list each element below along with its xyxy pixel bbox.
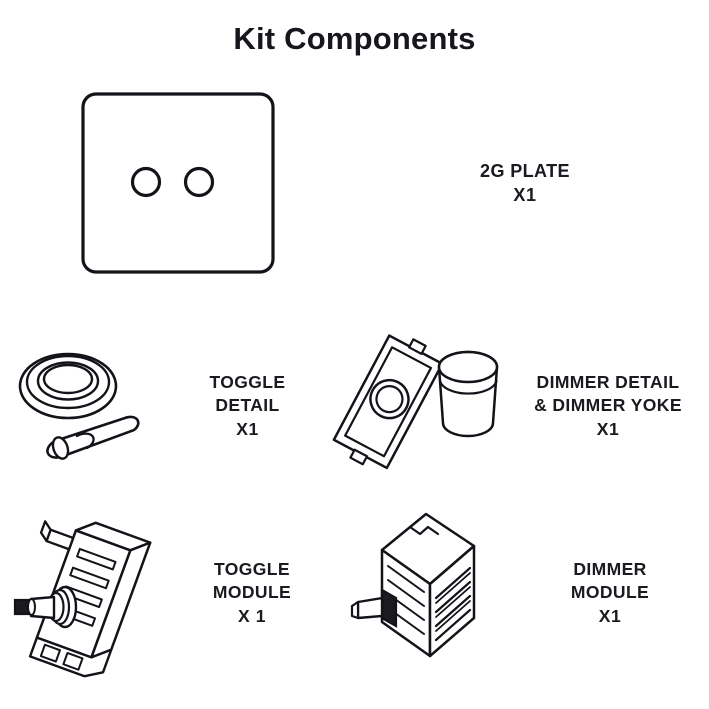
component-cell-dimmer-detail: DIMMER DETAIL & DIMMER YOKE X1 — [332, 333, 709, 476]
toggle-detail-illustration — [0, 339, 160, 474]
dimmer-detail-illustration — [332, 333, 510, 476]
toggle-module-label-line-2: MODULE — [212, 582, 292, 603]
2g-plate-quantity: X1 — [513, 185, 537, 205]
page-title: Kit Components — [233, 21, 476, 56]
component-row-modules: TOGGLE MODULE X 1 — [0, 498, 709, 688]
2g-plate-illustration — [0, 87, 355, 282]
dimmer-module-label-line-2: MODULE — [570, 582, 650, 603]
toggle-module-quantity: X 1 — [237, 605, 267, 626]
2g-plate-label-line-1: 2G PLATE — [480, 161, 570, 182]
toggle-detail-label: TOGGLE DETAIL X1 — [160, 371, 335, 440]
component-row-plate: 2G PLATE X1 — [0, 84, 709, 284]
component-cell-dimmer-module: DIMMER MODULE X1 — [340, 498, 709, 688]
dimmer-module-illustration — [340, 498, 515, 688]
dimmer-detail-quantity: X1 — [596, 418, 620, 439]
component-cell-toggle-module: TOGGLE MODULE X 1 — [0, 498, 340, 688]
toggle-module-label-line-1: TOGGLE — [214, 559, 290, 580]
toggle-module-label: TOGGLE MODULE X 1 — [168, 558, 336, 627]
dimmer-module-quantity: X1 — [598, 605, 622, 626]
toggle-module-illustration — [0, 501, 168, 686]
dimmer-detail-label-line-2: & DIMMER YOKE — [534, 395, 682, 416]
toggle-detail-quantity: X1 — [236, 418, 259, 439]
dimmer-detail-label-line-1: DIMMER DETAIL — [536, 372, 680, 393]
2g-plate-label: 2G PLATE X1 — [355, 160, 695, 208]
component-row-details: TOGGLE DETAIL X1 — [0, 333, 709, 476]
dimmer-module-label-line-1: DIMMER — [573, 559, 647, 580]
dimmer-detail-label: DIMMER DETAIL & DIMMER YOKE X1 — [510, 371, 706, 440]
toggle-detail-label-line-2: DETAIL — [215, 395, 280, 416]
toggle-detail-label-line-1: TOGGLE — [209, 372, 286, 393]
dimmer-module-label: DIMMER MODULE X1 — [515, 558, 705, 627]
component-cell-toggle-detail: TOGGLE DETAIL X1 — [0, 336, 340, 476]
